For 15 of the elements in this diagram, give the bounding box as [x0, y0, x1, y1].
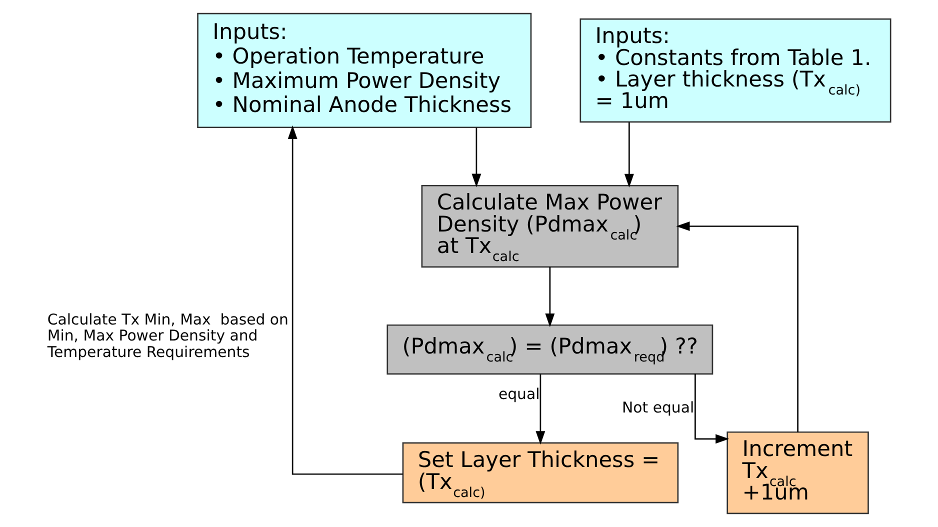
arrow	[676, 222, 798, 432]
edge-label: Not equal	[622, 398, 694, 417]
edge-label: Calculate Tx Min, Max based on Min, Max Power Density and Temperature Requirements	[47, 310, 288, 361]
arrow	[472, 128, 482, 188]
node-box: Increment Tx$_{calc}$ +1um	[726, 431, 869, 514]
node-box: Inputs: • Operation Temperature • Maximum Power Density • Nominal Anode Thickness	[197, 12, 532, 128]
node-box: Calculate Max Power Density (Pdmax$_{calc}$) at Tx$_{calc}$	[421, 184, 679, 268]
arrow	[694, 374, 730, 444]
node-box: Inputs: • Constants from Table 1. • Layer thickness (Tx$_{calc)}$ = 1um	[580, 18, 892, 123]
node-box: Set Layer Thickness = (Tx$_{calc)}$	[402, 442, 679, 504]
arrow	[536, 374, 546, 445]
arrow	[545, 266, 555, 328]
arrow	[624, 122, 634, 188]
arrow	[288, 125, 403, 475]
edge-label: equal	[498, 384, 540, 403]
